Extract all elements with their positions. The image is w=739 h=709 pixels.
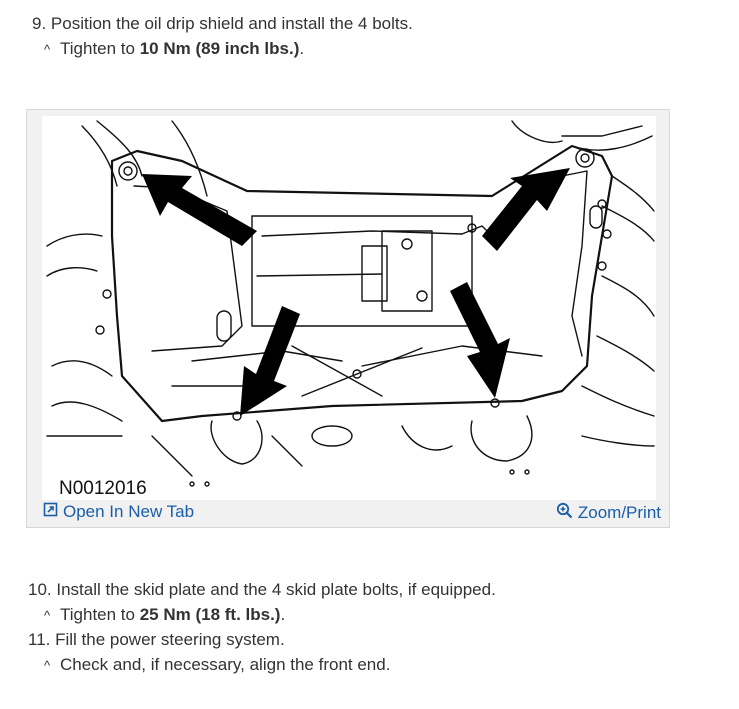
figure-container: N0012016 Open In New Tab Zoom/Print — [26, 109, 670, 528]
check-text: Check and, if necessary, align the front… — [60, 655, 391, 674]
caret-icon: ^ — [44, 608, 51, 623]
caret-icon: ^ — [44, 658, 51, 673]
torque-suffix: . — [280, 605, 286, 624]
step-9-torque: ^ Tighten to 10 Nm (89 inch lbs.). — [44, 38, 304, 61]
step-10-text: 10. Install the skid plate and the 4 ski… — [28, 580, 496, 599]
step-9: 9. Position the oil drip shield and inst… — [32, 13, 413, 35]
open-in-new-tab-label: Open In New Tab — [63, 502, 195, 521]
open-new-tab-icon — [43, 502, 58, 522]
torque-suffix: . — [299, 39, 305, 58]
step-10: 10. Install the skid plate and the 4 ski… — [28, 579, 496, 601]
torque-value: 10 Nm (89 inch lbs.) — [139, 39, 300, 58]
step-10-torque: ^ Tighten to 25 Nm (18 ft. lbs.). — [44, 604, 285, 627]
step-11-check: ^ Check and, if necessary, align the fron… — [44, 654, 390, 677]
figure-id: N0012016 — [59, 478, 151, 500]
caret-icon: ^ — [44, 42, 51, 57]
diagram-illustration — [46, 120, 655, 487]
zoom-print-label: Zoom/Print — [577, 503, 661, 522]
torque-value: 25 Nm (18 ft. lbs.) — [139, 605, 281, 624]
step-11: 11. Fill the power steering system. — [28, 629, 285, 651]
step-9-text: 9. Position the oil drip shield and inst… — [32, 14, 413, 33]
zoom-icon — [556, 502, 573, 524]
open-in-new-tab-link[interactable]: Open In New Tab — [43, 502, 194, 522]
torque-prefix: Tighten to — [60, 605, 140, 624]
step-11-text: 11. Fill the power steering system. — [28, 630, 285, 649]
oil-drip-shield-diagram: N0012016 — [42, 116, 656, 500]
torque-prefix: Tighten to — [60, 39, 140, 58]
zoom-print-link[interactable]: Zoom/Print — [556, 502, 661, 524]
